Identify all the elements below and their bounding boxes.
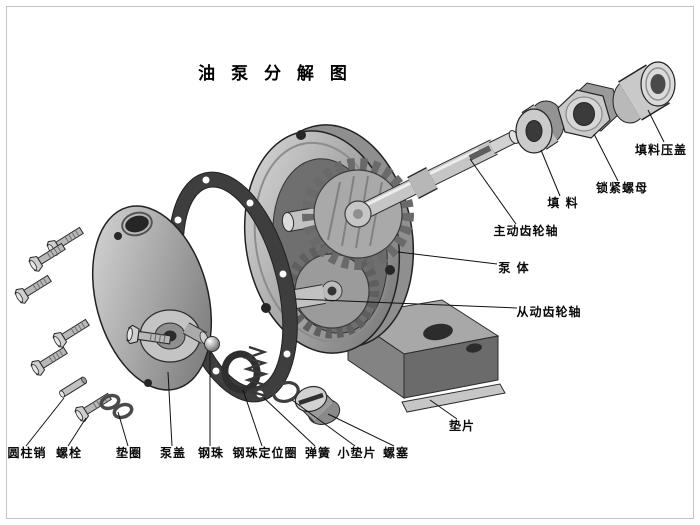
part-label-small-shim: 小垫片 — [337, 446, 377, 460]
part-label-pump-body: 泵 体 — [498, 261, 530, 275]
part-label-washer: 垫圈 — [115, 446, 143, 460]
diagram-title: 油 泵 分 解 图 — [198, 64, 352, 84]
part-label-bolt: 螺栓 — [55, 446, 83, 460]
part-label-driving-gear-shaft: 主动齿轮轴 — [493, 224, 559, 238]
part-label-steel-ball: 钢珠 — [197, 446, 225, 460]
steel-ball-drawing — [204, 336, 220, 352]
driving-shaft-drawing — [344, 130, 520, 228]
part-label-ball-retainer-ring: 钢珠定位圈 — [232, 446, 298, 460]
spring-drawing — [243, 345, 269, 398]
ball-retainer-drawing — [221, 350, 261, 394]
part-label-screw-plug: 螺塞 — [382, 446, 410, 460]
gear-driven-drawing — [284, 243, 380, 339]
lock-nut-drawing — [557, 82, 621, 139]
bolt-drawing — [28, 343, 71, 378]
part-label-packing-gland: 填料压盖 — [634, 143, 688, 157]
border-frame — [6, 6, 694, 519]
part-label-packing: 填 料 — [547, 196, 579, 210]
part-label-shim: 垫片 — [448, 419, 476, 433]
bolt-drawing — [12, 271, 55, 306]
relief-port-drawing — [182, 322, 209, 345]
part-label-lock-nut: 锁紧螺母 — [595, 181, 649, 195]
part-label-spring: 弹簧 — [304, 446, 332, 460]
bolt-drawing — [50, 315, 93, 350]
small-washer-drawing — [272, 381, 300, 403]
cylindrical-pin-drawing — [57, 375, 89, 399]
leader-lines — [25, 109, 665, 447]
bolt-drawing — [72, 389, 115, 424]
part-label-pump-cover: 泵盖 — [159, 446, 187, 460]
packing-gland-drawing — [612, 61, 676, 124]
part-label-cylindrical-pin: 圆柱销 — [7, 446, 47, 460]
foot-shim-drawing — [401, 383, 506, 413]
packing-ring-drawing — [515, 100, 565, 154]
part-label-driven-gear-shaft: 从动齿轮轴 — [516, 305, 582, 319]
